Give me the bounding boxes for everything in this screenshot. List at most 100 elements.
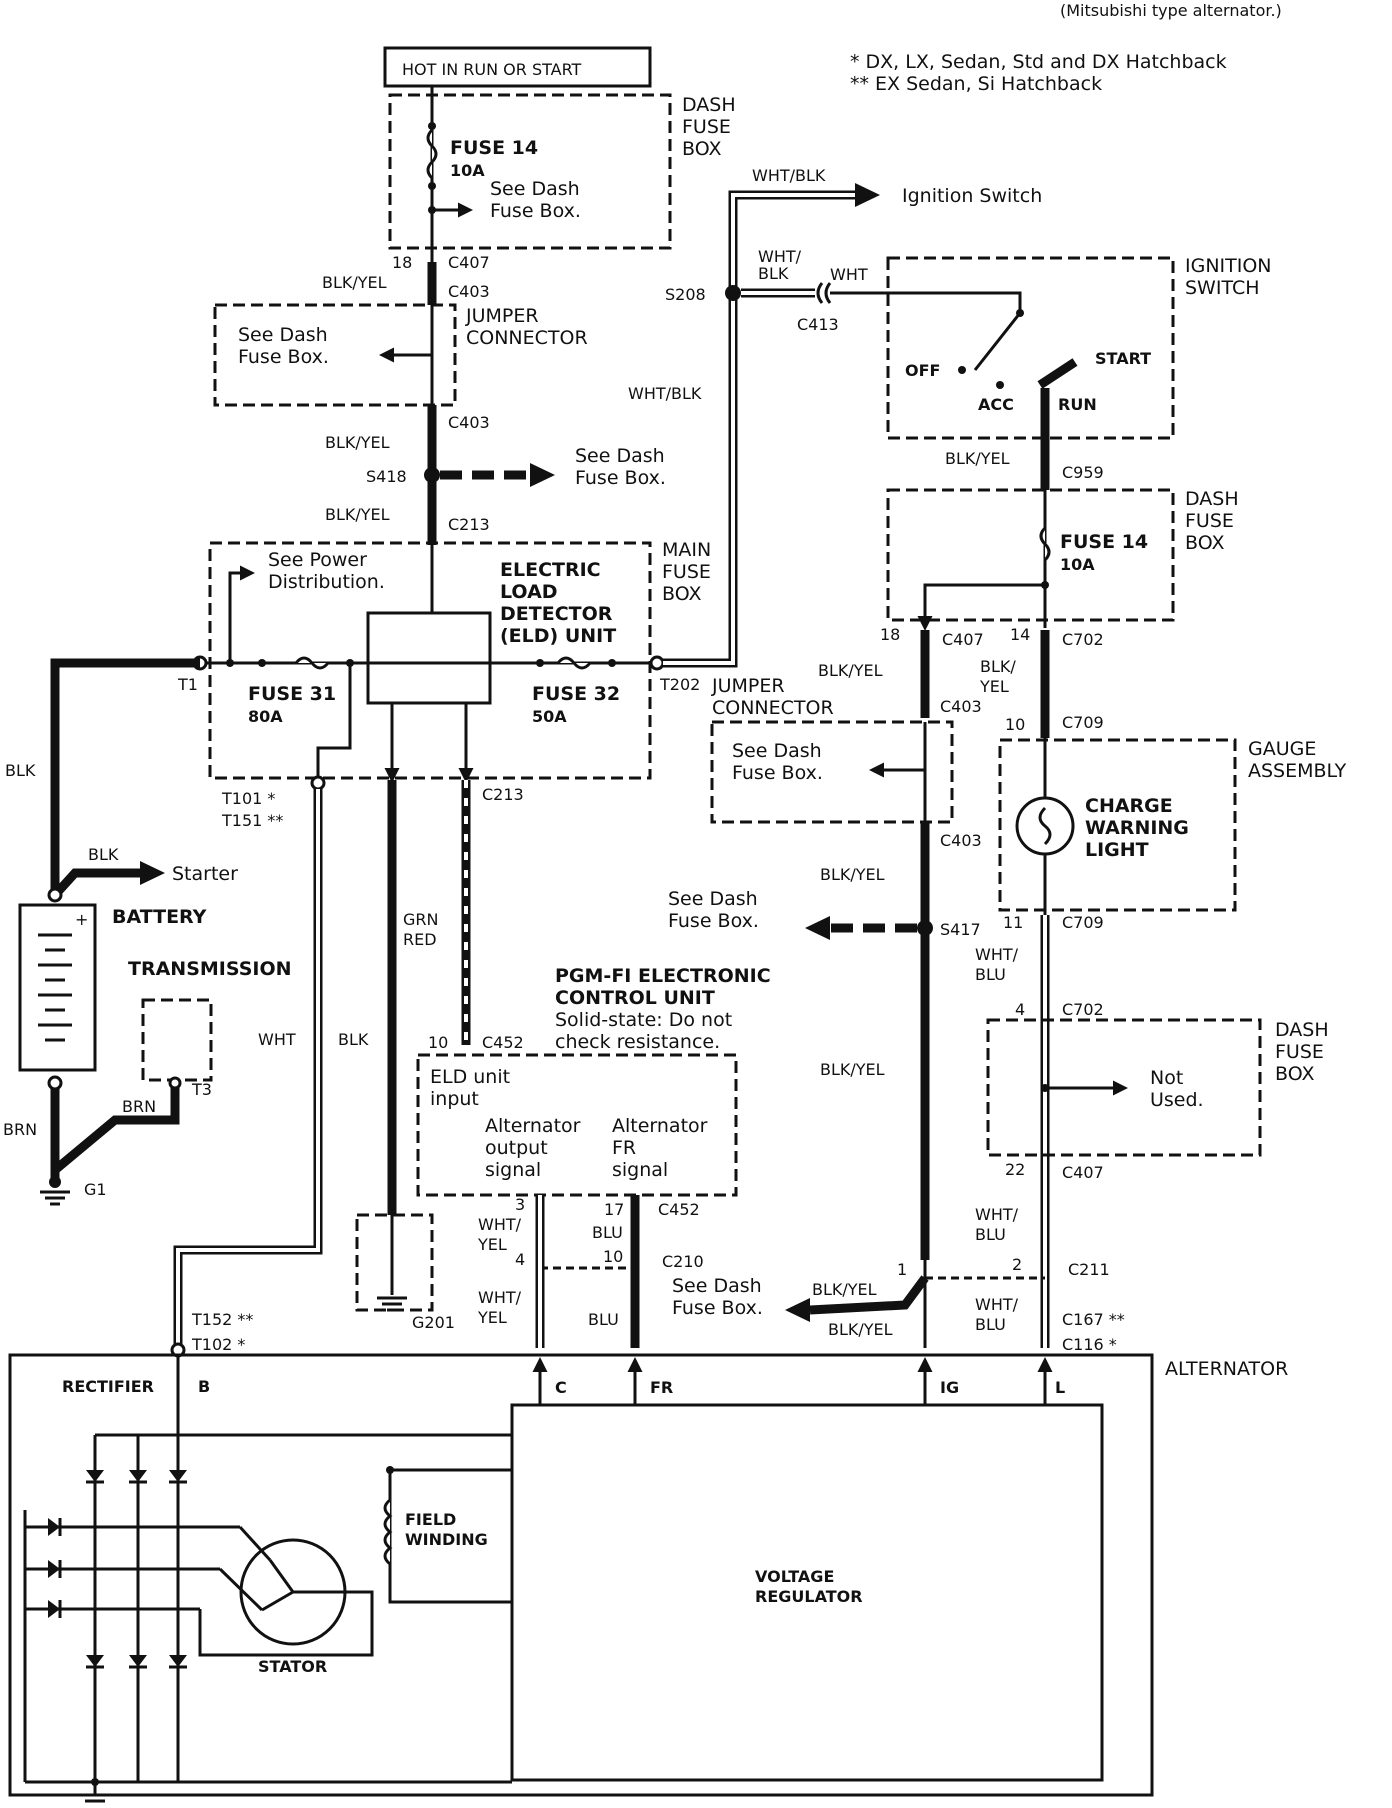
- c213b: C213: [482, 785, 524, 804]
- main-fuse-box: [208, 541, 652, 780]
- wire-whtblk-split2: BLK: [758, 264, 789, 283]
- dash-fuse-top-l2: FUSE: [682, 116, 731, 138]
- dash-fuse-low-l1: DASH: [1275, 1019, 1329, 1041]
- c403a: C403: [448, 282, 490, 301]
- dash-fuse-r-l2: FUSE: [1185, 510, 1234, 532]
- eld-l3: DETECTOR: [500, 603, 613, 625]
- wire-whtblk-top: WHT/BLK: [752, 166, 826, 185]
- jumper-mid-l2: CONNECTOR: [712, 697, 834, 719]
- term-c: C: [555, 1378, 567, 1397]
- pgm-af1: Alternator: [612, 1115, 708, 1137]
- wire-blk-2: BLK: [88, 845, 119, 864]
- jumper-mid-l1: JUMPER: [711, 675, 785, 697]
- wire-blkyel-6: BLK/YEL: [820, 865, 885, 884]
- pin10b: 10: [428, 1033, 448, 1052]
- c413-connector: [816, 282, 832, 304]
- blkyel-bottom-branch: [809, 1275, 929, 1315]
- jumper-top-l2: CONNECTOR: [466, 327, 588, 349]
- t101-drop: [316, 663, 352, 780]
- ign-wire-in: [888, 291, 1022, 310]
- pin2: 2: [1012, 1255, 1022, 1274]
- dash-fuse-r-branch: [917, 583, 1045, 631]
- t152: T152 **: [191, 1310, 253, 1329]
- s417: S417: [940, 920, 981, 939]
- pin14: 14: [1010, 625, 1030, 644]
- c116: C116 *: [1062, 1335, 1117, 1354]
- ignition-switch-box: [886, 256, 1175, 440]
- c407c: C407: [1062, 1163, 1104, 1182]
- ign-acc: ACC: [978, 395, 1014, 414]
- wire-wht-b-inner: [176, 789, 320, 1345]
- wire-whtblu-c1: WHT/: [975, 1295, 1019, 1314]
- ground-alternator: [80, 1782, 110, 1803]
- wire-wht-2: WHT: [258, 1030, 296, 1049]
- term-fr: FR: [650, 1378, 673, 1397]
- fuse14-top-amp: 10A: [450, 161, 485, 180]
- battery-pos-terminal: [47, 887, 63, 903]
- c702b: C702: [1062, 1000, 1104, 1019]
- s418-see1: See Dash: [575, 445, 665, 467]
- rectifier-label: RECTIFIER: [62, 1377, 154, 1396]
- dash-fuse-box-right: [886, 488, 1175, 622]
- battery-plus: +: [75, 910, 88, 929]
- wire-blkyel-2: BLK/YEL: [325, 433, 390, 452]
- s208-node: [725, 285, 741, 301]
- legend-double: ** EX Sedan, Si Hatchback: [850, 73, 1102, 95]
- ign-off-contact: [958, 366, 966, 374]
- wire-whtyel-2: WHT/: [478, 1288, 522, 1307]
- ground-g201: [377, 1215, 407, 1312]
- pin11: 11: [1003, 913, 1023, 932]
- fuse-symbol-right: [1039, 526, 1051, 562]
- bottom-see1: See Dash: [672, 1275, 762, 1297]
- fuse-bus-node-2: [258, 659, 266, 667]
- battery: [18, 903, 97, 1072]
- s417-see1: See Dash: [668, 888, 758, 910]
- c709b: C709: [1062, 913, 1104, 932]
- g201-box: [355, 1213, 434, 1312]
- wire-blkyel-r1: BLK/: [980, 657, 1016, 676]
- c452b: C452: [658, 1200, 700, 1219]
- t101-terminal: [310, 775, 326, 791]
- not-used-1: Not: [1150, 1067, 1183, 1089]
- pin18b: 18: [880, 625, 900, 644]
- pin17: 17: [604, 1200, 624, 1219]
- wht-blk-t202-inner: [663, 193, 855, 665]
- top-see-2: Fuse Box.: [490, 200, 581, 222]
- pgm-eld1: ELD unit: [430, 1066, 510, 1088]
- pgm-l2: CONTROL UNIT: [555, 987, 715, 1009]
- pin3: 3: [515, 1195, 525, 1214]
- wire-red: RED: [403, 930, 437, 949]
- c213a: C213: [448, 515, 490, 534]
- s418-arrowhead: [530, 463, 555, 487]
- hot-label-box: [383, 46, 652, 88]
- fuse14-top: FUSE 14: [450, 137, 538, 159]
- jumper-top-l1: JUMPER: [465, 305, 539, 327]
- t102: T102 *: [191, 1335, 245, 1354]
- pin10a: 10: [1005, 715, 1025, 734]
- term-ig: IG: [940, 1378, 959, 1397]
- s417-arrowhead: [805, 916, 830, 940]
- header-note: (Mitsubishi type alternator.): [1060, 1, 1282, 20]
- s208: S208: [665, 285, 706, 304]
- eld-l2: LOAD: [500, 581, 558, 603]
- wire-blkyel-1: BLK/YEL: [322, 273, 387, 292]
- vr-l1: VOLTAGE: [755, 1567, 834, 1586]
- fuse-symbol-top: [426, 128, 438, 180]
- battery-cells: [38, 933, 72, 1042]
- fuse14-right: FUSE 14: [1060, 531, 1148, 553]
- bottom-see2: Fuse Box.: [672, 1297, 763, 1319]
- battery-neg-terminal: [47, 1075, 63, 1091]
- dash-fuse-box-low: [986, 1018, 1262, 1157]
- wire-blk-1: BLK: [5, 761, 36, 780]
- gauge-l2: ASSEMBLY: [1248, 760, 1347, 782]
- voltage-regulator: [510, 1403, 1104, 1782]
- dash-fuse-low-l2: FUSE: [1275, 1041, 1324, 1063]
- pin10c: 10: [603, 1247, 623, 1266]
- stator-leads: [198, 1525, 374, 1657]
- see-power-2: Distribution.: [268, 571, 385, 593]
- pin1: 1: [897, 1260, 907, 1279]
- wire-blu-2: BLU: [588, 1310, 619, 1329]
- wire-blkyel-3: BLK/YEL: [325, 505, 390, 524]
- legend-single: * DX, LX, Sedan, Std and DX Hatchback: [850, 51, 1227, 73]
- c959: C959: [1062, 463, 1104, 482]
